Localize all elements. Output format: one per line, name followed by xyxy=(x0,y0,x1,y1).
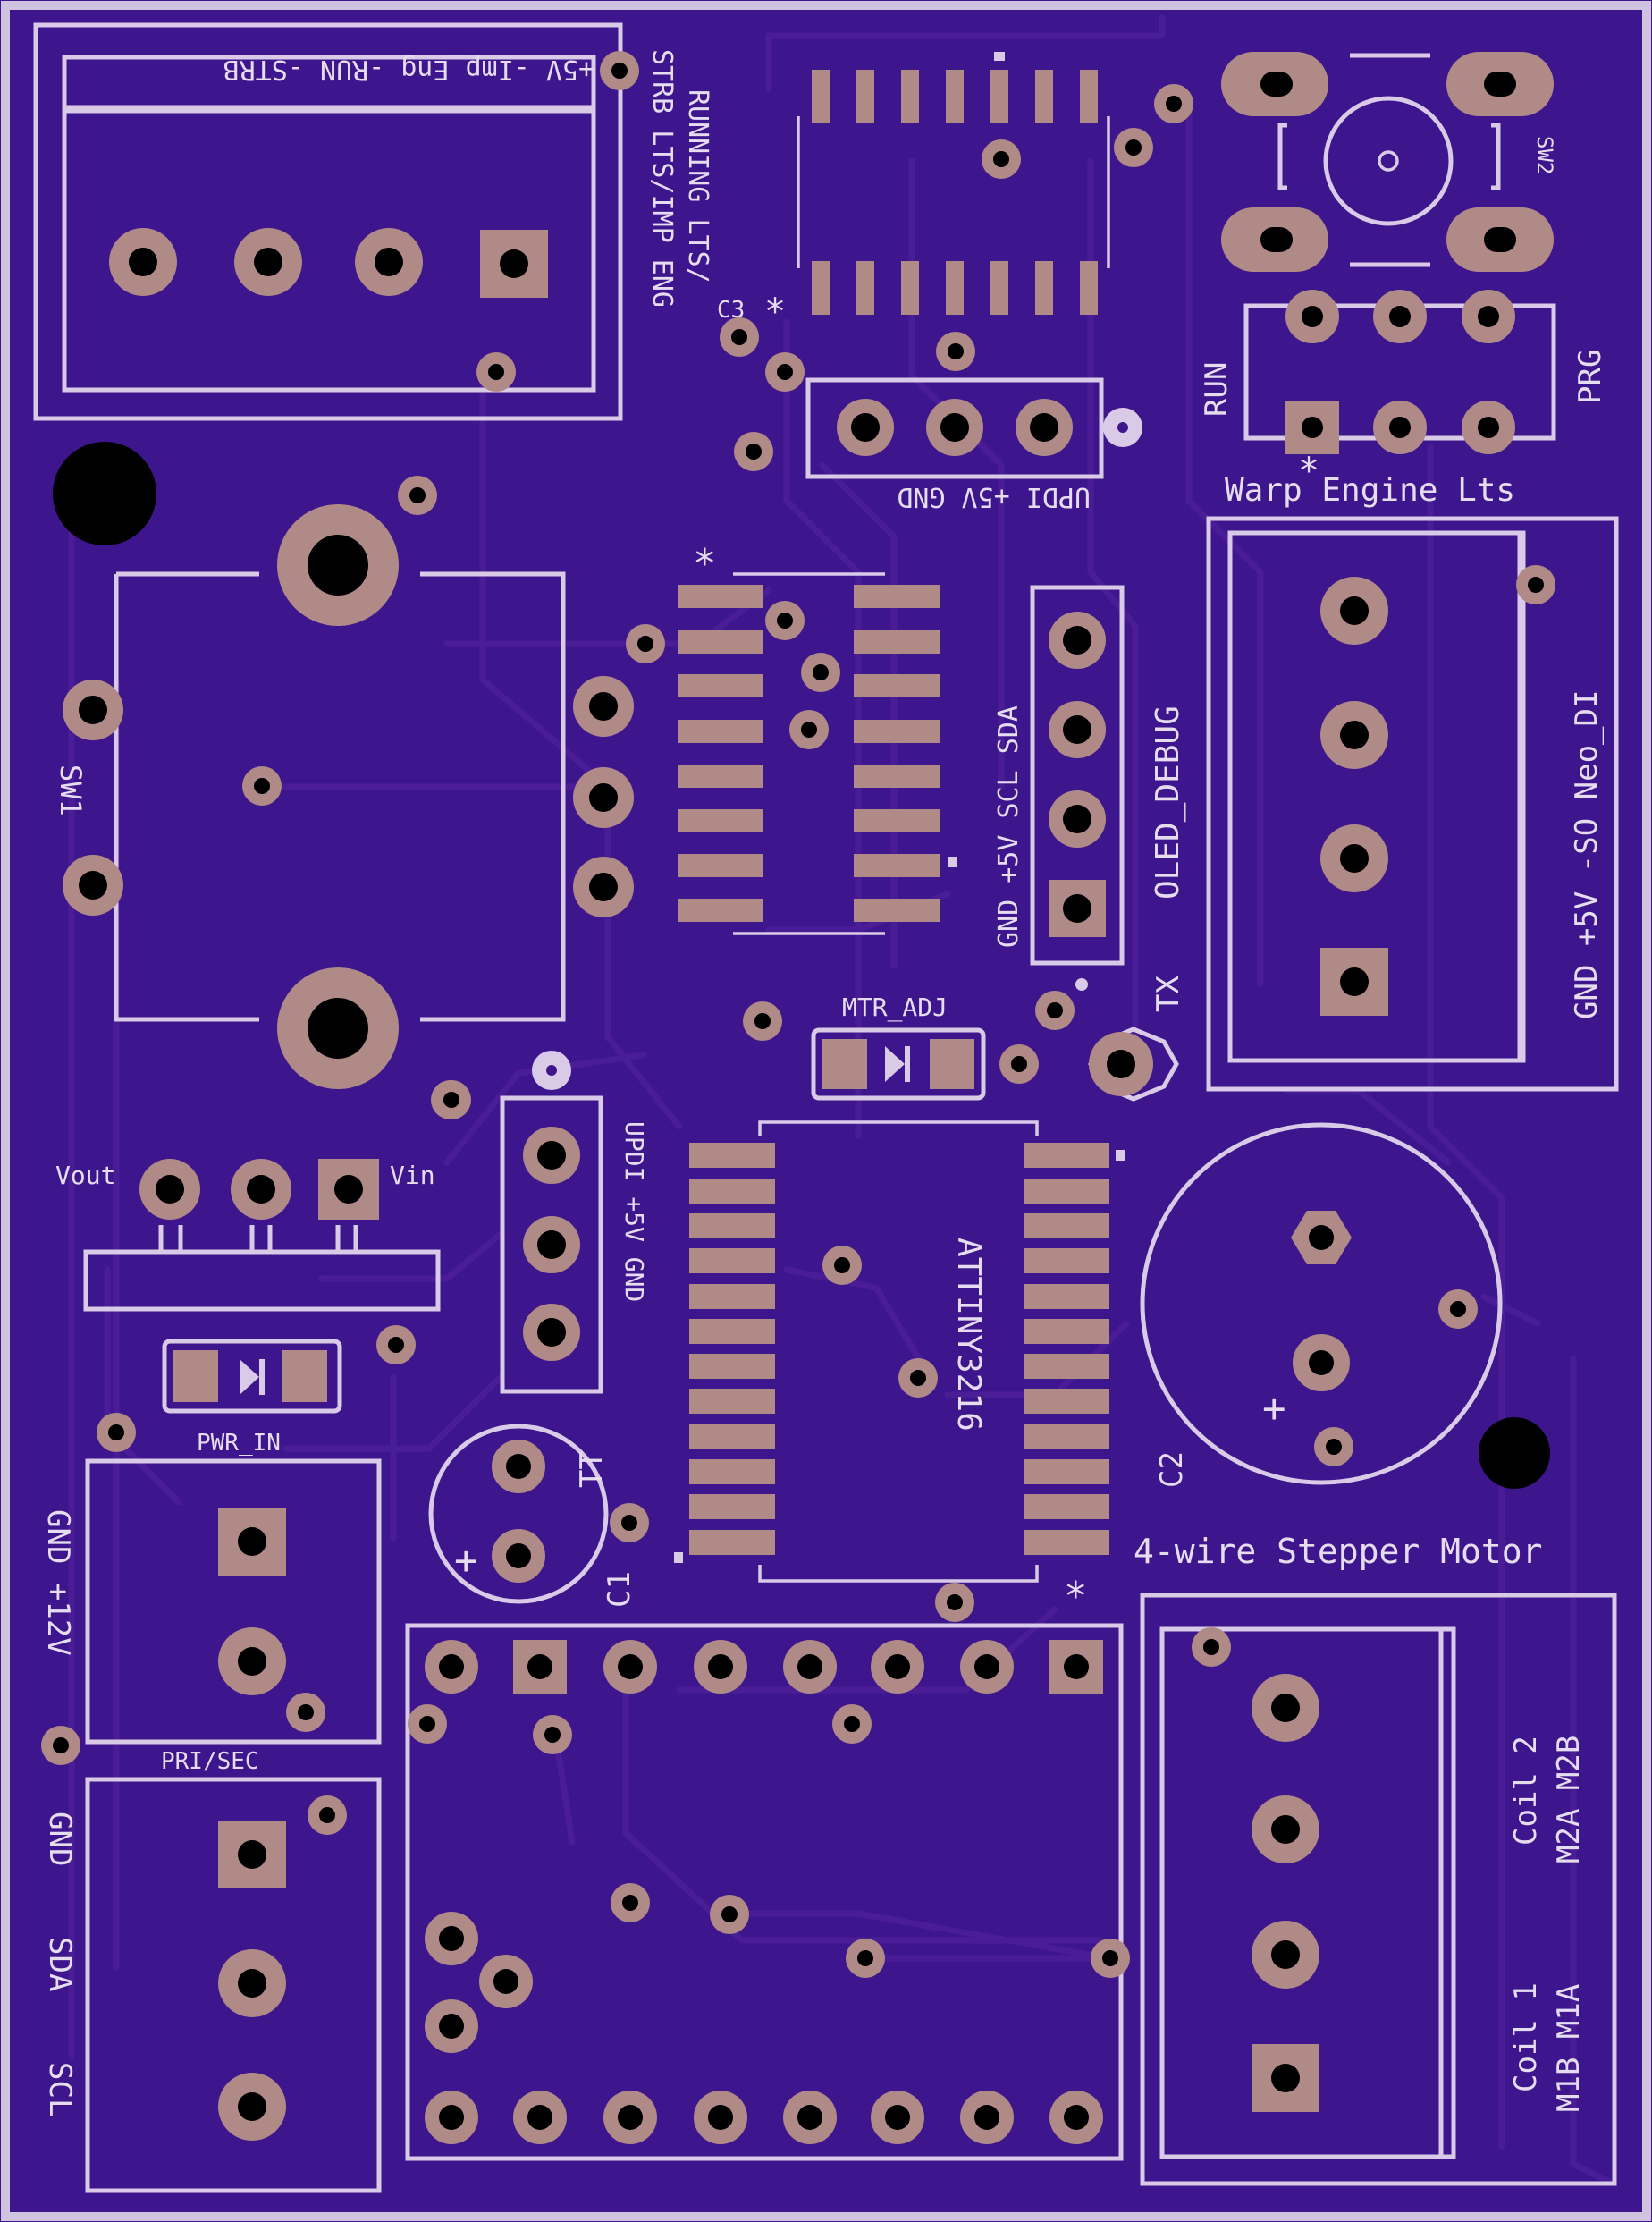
label-gnd-12v: GND +12V xyxy=(40,1509,76,1656)
switch-sw2 xyxy=(1221,52,1554,272)
label-coil1: Coil 1 xyxy=(1508,1982,1544,2092)
label-updi-top: UPDI +5V GND xyxy=(897,481,1091,512)
label-tx: TX xyxy=(1150,976,1186,1012)
label-m1: M1B M1A xyxy=(1551,1984,1587,2112)
stepper-driver-module xyxy=(405,1623,1124,2161)
label-c1: C1 xyxy=(602,1571,637,1608)
ic-attiny3216 xyxy=(674,1120,1125,1583)
diode-pwr-in xyxy=(162,1339,342,1414)
label-sda: SDA xyxy=(42,1937,78,1991)
tx-testpoint xyxy=(1088,1027,1179,1102)
label-stepper: 4-wire Stepper Motor xyxy=(1134,1532,1543,1571)
label-m2: M2A M2B xyxy=(1551,1736,1587,1863)
label-neo: GND +5V -SO Neo_DI xyxy=(1569,690,1605,1019)
label-oled-pins: GND +5V SCL SDA xyxy=(993,705,1024,948)
voltage-regulator xyxy=(83,1159,441,1312)
label-pri-sec: PRI/SEC xyxy=(161,1748,259,1775)
capacitor-c2 xyxy=(1140,1122,1503,1485)
terminal-run-strb: +5V -Imp_Eng -RUN -STRB xyxy=(33,22,623,421)
mounting-hole-top-left xyxy=(53,442,156,545)
encoder-sw1 xyxy=(63,504,634,1089)
label-c2: C2 xyxy=(1154,1451,1190,1488)
label-prg: PRG xyxy=(1572,350,1608,404)
label-scl: SCL xyxy=(42,2062,78,2116)
star-attiny: * xyxy=(1064,1574,1088,1619)
label-coil2: Coil 2 xyxy=(1508,1736,1544,1846)
label-attiny: ATTINY3216 xyxy=(950,1238,987,1432)
label-sw2: SW2 xyxy=(1532,136,1557,174)
label-run: RUN xyxy=(1199,362,1235,417)
label-sw1: SW1 xyxy=(54,765,88,816)
jumper-run-prg xyxy=(1243,290,1556,454)
label-running-lts: RUNNING LTS/ xyxy=(682,89,713,283)
diode-mtr-adj xyxy=(811,1027,986,1101)
label-mtr-adj: MTR_ADJ xyxy=(842,993,948,1023)
label-run-strb-header: +5V -Imp_Eng -RUN -STRB xyxy=(223,54,594,85)
updi-header-middle xyxy=(500,1051,603,1394)
label-updi-mid: UPDI +5V GND xyxy=(620,1121,649,1302)
ic-middle-soic xyxy=(678,572,957,935)
terminal-power xyxy=(85,1458,382,1745)
oled-debug-header xyxy=(1030,585,1125,966)
label-gnd: GND xyxy=(42,1812,78,1866)
capacitor-c1 xyxy=(428,1424,609,1604)
terminal-stepper xyxy=(1140,1593,1617,2186)
label-vout: Vout xyxy=(55,1161,115,1190)
mounting-hole-right xyxy=(1479,1417,1550,1489)
label-oled-debug: OLED_DEBUG xyxy=(1150,705,1186,900)
star-run: * xyxy=(1298,451,1319,492)
star-c3: * xyxy=(764,291,786,333)
terminal-warp-engine xyxy=(1206,516,1619,1092)
terminal-i2c xyxy=(85,1777,382,2193)
plus-c2: + xyxy=(1262,1386,1286,1432)
plus-c1: + xyxy=(454,1538,478,1584)
ic-top-soic xyxy=(796,52,1110,315)
label-tt: TT xyxy=(574,1451,610,1488)
copper-traces xyxy=(68,14,1613,2185)
label-strb-lts: STRB LTS/IMP ENG xyxy=(646,49,678,308)
label-vin: Vin xyxy=(390,1161,435,1190)
star-middle-ic: * xyxy=(693,541,717,587)
label-pwr-in: PWR_IN xyxy=(197,1430,281,1457)
updi-header-top xyxy=(805,377,1142,479)
label-warp-engine: Warp Engine Lts xyxy=(1225,472,1515,509)
